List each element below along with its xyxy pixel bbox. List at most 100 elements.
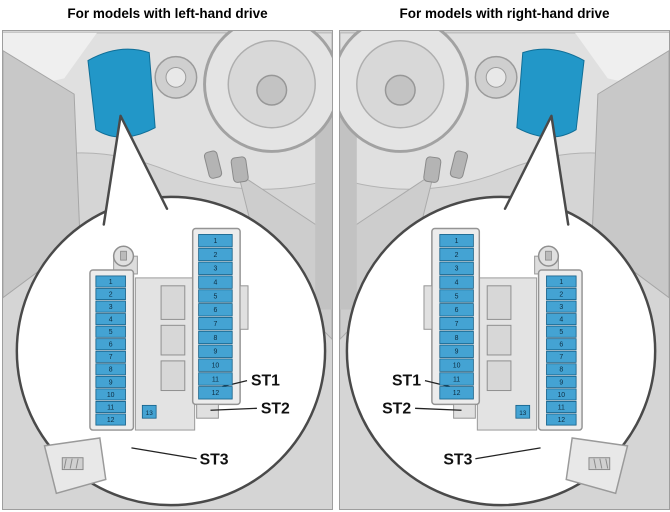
relay-block	[160, 285, 186, 320]
fuse-cell	[198, 234, 233, 248]
steering-wheel-hub	[256, 74, 288, 106]
fuse-cell	[439, 344, 474, 358]
fuse-number: 2	[559, 291, 563, 298]
holder-tab	[423, 285, 433, 330]
fuse-number: 9	[559, 379, 563, 386]
st3-label: ST3	[200, 452, 229, 469]
instrument-knob-inner	[485, 66, 507, 88]
fuse-number: 4	[213, 280, 217, 287]
fuse-cell	[439, 358, 474, 372]
fuse-cell	[546, 288, 577, 301]
fuse-number: 7	[455, 321, 459, 328]
fuse-number: 3	[455, 266, 459, 273]
panel-title-rhd: For models with right-hand drive	[399, 6, 610, 21]
fuse-cell	[198, 275, 233, 289]
panel-title-lhd: For models with left-hand drive	[67, 6, 268, 21]
fuse-cell	[546, 275, 577, 288]
st3-label: ST3	[443, 452, 472, 469]
fuse-cell	[198, 386, 233, 400]
fuse-number: 10	[212, 363, 220, 370]
fuse-number: 12	[107, 417, 115, 424]
fuse-cell	[95, 375, 126, 388]
fuse-number: 11	[212, 376, 219, 383]
fuse-number: 5	[109, 329, 113, 336]
st1-leader-line	[222, 380, 248, 388]
relay-block	[160, 324, 186, 356]
fuse-number: 12	[557, 417, 565, 424]
fuse-cell	[546, 325, 577, 338]
fuse-number: 11	[558, 404, 565, 411]
pedal	[203, 150, 223, 179]
fuse-number: 9	[455, 349, 459, 356]
fuse-number: 7	[559, 354, 563, 361]
pedal	[230, 156, 249, 183]
fuse-cell	[95, 275, 126, 288]
scene-graphics	[340, 31, 669, 508]
fuse-cell	[198, 372, 233, 386]
latch-slot	[120, 250, 127, 261]
fuse-number: 11	[453, 376, 460, 383]
grip-hatch	[63, 458, 79, 469]
fuse-cell	[439, 234, 474, 248]
fuse-number: 8	[213, 335, 217, 342]
fuse-cell	[95, 338, 126, 351]
fuse-number: 8	[559, 367, 563, 374]
fuse-cell	[198, 344, 233, 358]
fuse-number: 10	[453, 363, 461, 370]
fuse-cell	[198, 303, 233, 317]
relay-block	[160, 360, 186, 392]
trim-highlight	[516, 48, 585, 138]
fuse-number: 1	[213, 238, 217, 245]
fuse-cell	[198, 358, 233, 372]
fuse-number: 2	[109, 291, 113, 298]
fuse-cell	[439, 247, 474, 262]
fuse-cell	[439, 330, 474, 345]
fuse-cell	[439, 372, 474, 386]
grip-hatch	[593, 458, 609, 469]
fuse-cell	[95, 413, 126, 426]
fuse-number: 2	[455, 252, 459, 259]
st2-leader-line	[210, 407, 257, 411]
fuse-number: 6	[109, 342, 113, 349]
st1-label: ST1	[392, 373, 421, 390]
fuse-number: 8	[455, 335, 459, 342]
steering-wheel-hub	[384, 74, 416, 106]
fuse-cell	[198, 330, 233, 345]
fuse-number: 7	[109, 354, 113, 361]
fuse-cell	[546, 401, 577, 413]
fuse-cell-extra	[141, 404, 157, 419]
fuse-cell	[439, 386, 474, 400]
st1-leader-line	[424, 380, 450, 388]
fuse-number: 6	[559, 342, 563, 349]
fuse-number-extra: 13	[519, 410, 527, 417]
fuse-number: 5	[213, 293, 217, 300]
fuse-cell	[546, 363, 577, 376]
fuse-cell	[95, 363, 126, 376]
fuse-number: 2	[213, 252, 217, 259]
fuse-number: 3	[109, 304, 113, 311]
fuse-number: 4	[109, 317, 113, 324]
fuse-number: 1	[559, 279, 563, 286]
fuse-cell	[546, 388, 577, 401]
fuse-number: 6	[213, 307, 217, 314]
fuse-cell	[95, 300, 126, 313]
fuse-number: 3	[559, 304, 563, 311]
fuse-cell	[546, 313, 577, 326]
fuse-cell	[439, 261, 474, 275]
fuse-cell	[546, 300, 577, 313]
fuse-number: 9	[213, 349, 217, 356]
st3-leader-line	[475, 447, 541, 460]
st2-leader-line	[415, 407, 462, 411]
st2-label: ST2	[382, 400, 411, 417]
seat-edge	[340, 82, 357, 310]
fuse-number: 1	[455, 238, 459, 245]
scene-graphics	[3, 31, 332, 508]
cover-grip	[61, 457, 84, 471]
pedal	[449, 150, 469, 179]
trim-highlight	[87, 48, 156, 138]
fuse-number: 10	[557, 392, 565, 399]
st2-connector	[196, 403, 219, 419]
